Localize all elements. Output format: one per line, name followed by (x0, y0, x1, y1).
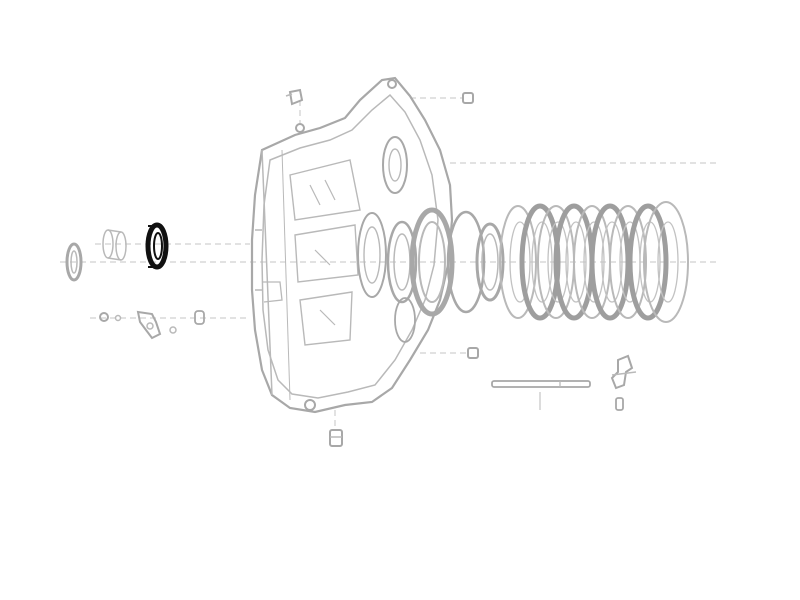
clutch-disc-inner (547, 221, 569, 303)
bolt-top-left (285, 88, 304, 106)
clutch-disc-inner (601, 221, 623, 303)
clutch-pack (499, 201, 689, 323)
plug-bottom (329, 429, 343, 447)
seal-ring-highlighted[interactable] (145, 222, 169, 270)
transmission-housing (250, 76, 454, 414)
piston-assembly (386, 207, 505, 317)
sensor-hardware (99, 310, 205, 340)
clutch-disc-inner (583, 221, 605, 303)
left-seal (65, 242, 83, 282)
clutch-disc (609, 205, 647, 319)
clutch-disc (643, 201, 689, 323)
clutch-disc-inner (657, 221, 679, 303)
pushrod-shaft (491, 380, 591, 388)
clutch-disc-inner (531, 221, 553, 303)
clutch-disc (627, 203, 669, 321)
bushing-sleeve (102, 229, 127, 261)
clutch-disc (499, 205, 537, 319)
nut-top-right (462, 92, 474, 104)
lever-bracket (610, 354, 637, 411)
nut-mid-right (467, 347, 479, 359)
clutch-disc-inner (509, 221, 531, 303)
clutch-disc-inner (565, 221, 587, 303)
